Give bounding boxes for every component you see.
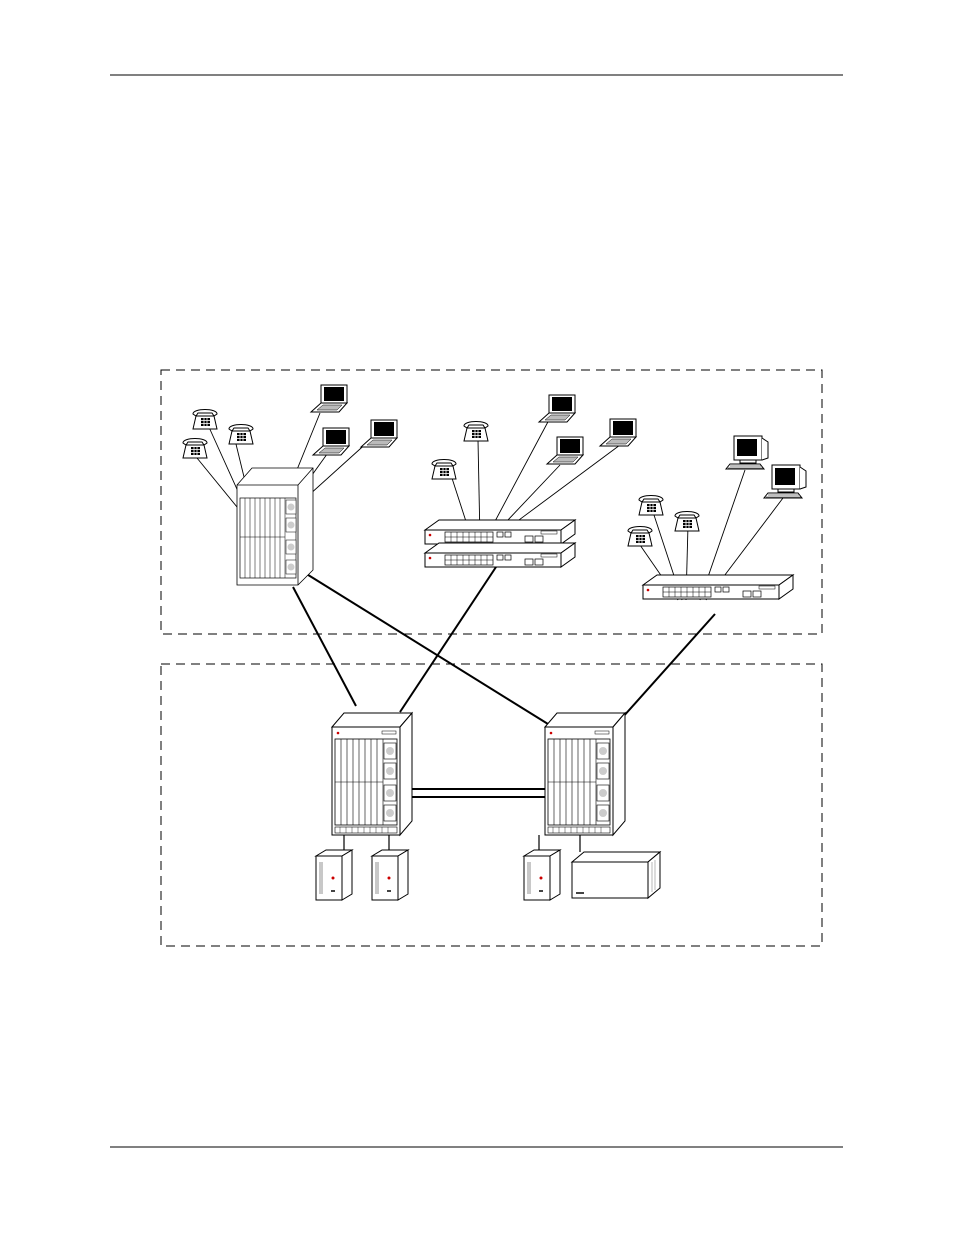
- phone-icon: [628, 527, 652, 547]
- chassis-switch-edge: [237, 468, 313, 585]
- phone-icon: [229, 425, 253, 445]
- phone-icon: [639, 496, 663, 516]
- phone-icon: [675, 512, 699, 532]
- laptop-icon: [313, 428, 349, 455]
- phone-icon: [464, 422, 488, 442]
- link-stack-to-core-left: [400, 567, 496, 712]
- core-chassis-left: [332, 713, 412, 835]
- core-chassis-right: [545, 713, 625, 835]
- laptop-icon: [600, 419, 636, 446]
- phone-icon: [183, 439, 207, 459]
- link-standalone-to-core-right: [622, 614, 715, 718]
- tower-server-icon: [372, 850, 408, 900]
- laptop-icon: [547, 437, 583, 464]
- stacked-switch-edge: [425, 520, 575, 567]
- phone-icon: [193, 410, 217, 430]
- laptop-icon: [311, 385, 347, 412]
- laptop-icon: [539, 395, 575, 422]
- desktop-pc-icon: [764, 465, 806, 498]
- desktop-pc-icon: [726, 436, 768, 469]
- desktop-server-icon: [572, 852, 660, 898]
- link-chassis-edge-to-core-left: [293, 587, 356, 706]
- laptop-icon: [361, 420, 397, 447]
- link-chassis-edge-to-core-right: [305, 573, 548, 724]
- tower-server-icon: [316, 850, 352, 900]
- core-zone-boundary: [161, 664, 822, 946]
- standalone-switch-edge: [643, 575, 793, 599]
- phone-icon: [432, 460, 456, 480]
- tower-server-icon: [524, 850, 560, 900]
- server-drop-lines: [344, 835, 580, 852]
